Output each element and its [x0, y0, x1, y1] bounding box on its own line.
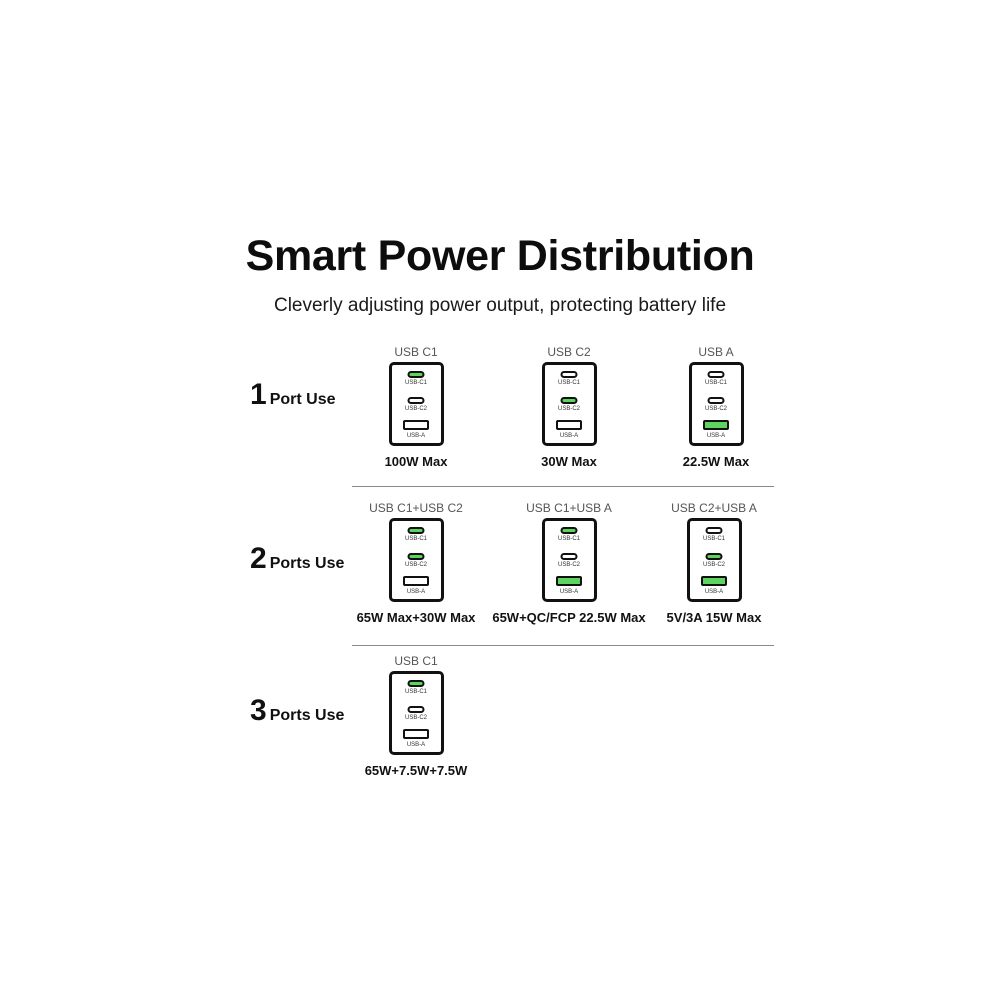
- usb-c1-port-icon: [407, 527, 425, 534]
- usb-a-port-icon: [556, 420, 582, 430]
- config-power: 30W Max: [541, 454, 597, 469]
- usb-a-port-label: USB-A: [406, 742, 426, 748]
- usb-a-port-label: USB-A: [406, 433, 426, 439]
- usb-a-port-label: USB-A: [406, 589, 426, 595]
- usb-c1-port-icon: [560, 371, 578, 378]
- config-cell-usb-c1-c2: USB C1+USB C2 USB-C1 USB-C2 USB-A 65W Ma…: [316, 500, 516, 625]
- usb-c1-port-icon: [560, 527, 578, 534]
- config-cell-usb-c1-a: USB C1+USB A USB-C1 USB-C2 USB-A 65W+QC/…: [469, 500, 669, 625]
- usb-a-port-label: USB-A: [559, 589, 579, 595]
- config-title: USB A: [698, 345, 734, 359]
- usb-c1-port-icon: [407, 680, 425, 687]
- usb-c2-port-icon: [560, 553, 578, 560]
- usb-c2-port-icon: [407, 706, 425, 713]
- charger-diagram: USB-C1 USB-C2 USB-A: [388, 362, 444, 446]
- usb-c1-port-label: USB-C1: [557, 380, 580, 386]
- usb-c1-port-label: USB-C1: [404, 536, 427, 542]
- row-text: Port Use: [269, 391, 336, 408]
- usb-c1-port-icon: [407, 371, 425, 378]
- charger-diagram: USB-C1 USB-C2 USB-A: [686, 518, 742, 602]
- usb-c1-port-icon: [707, 371, 725, 378]
- config-cell-usb-c1: USB C1 USB-C1 USB-C2 USB-A 100W Max: [316, 344, 516, 469]
- usb-a-port-icon: [403, 420, 429, 430]
- usb-c1-port-icon: [705, 527, 723, 534]
- usb-c1-port-label: USB-C1: [404, 689, 427, 695]
- usb-c2-port-label: USB-C2: [404, 562, 427, 568]
- row-number: 2: [250, 542, 267, 575]
- row-text: Ports Use: [269, 555, 345, 572]
- config-power: 22.5W Max: [682, 454, 750, 469]
- usb-c2-port-label: USB-C2: [404, 406, 427, 412]
- usb-a-port-icon: [703, 420, 729, 430]
- usb-c2-port-label: USB-C2: [404, 715, 427, 721]
- usb-c1-port-label: USB-C1: [557, 536, 580, 542]
- charger-diagram: USB-C1 USB-C2 USB-A: [388, 518, 444, 602]
- config-power: 65W+QC/FCP 22.5W Max: [492, 610, 646, 625]
- usb-c2-port-icon: [407, 553, 425, 560]
- config-power: 100W Max: [384, 454, 448, 469]
- charger-diagram: USB-C1 USB-C2 USB-A: [688, 362, 744, 446]
- config-cell-three-ports: USB C1 USB-C1 USB-C2 USB-A 65W+7.5W+7.5W: [316, 653, 516, 778]
- config-cell-usb-c2-a: USB C2+USB A USB-C1 USB-C2 USB-A 5V/3A 1…: [614, 500, 814, 625]
- row-divider: [352, 645, 774, 646]
- usb-c1-port-label: USB-C1: [404, 380, 427, 386]
- row-label-3-ports: 3 Ports Use: [250, 694, 344, 728]
- row-number: 3: [250, 694, 267, 727]
- row-divider: [352, 486, 774, 487]
- config-title: USB C2: [547, 345, 591, 359]
- usb-c2-port-icon: [707, 397, 725, 404]
- usb-a-port-label: USB-A: [559, 433, 579, 439]
- config-title: USB C1: [394, 345, 438, 359]
- usb-c2-port-icon: [560, 397, 578, 404]
- page-subtitle: Cleverly adjusting power output, protect…: [273, 295, 727, 316]
- config-title: USB C1+USB A: [526, 501, 612, 515]
- config-power: 5V/3A 15W Max: [666, 610, 762, 625]
- charger-diagram: USB-C1 USB-C2 USB-A: [541, 362, 597, 446]
- config-title: USB C1+USB C2: [369, 501, 463, 515]
- usb-c2-port-label: USB-C2: [557, 406, 580, 412]
- usb-c2-port-label: USB-C2: [702, 562, 725, 568]
- config-cell-usb-a: USB A USB-C1 USB-C2 USB-A 22.5W Max: [616, 344, 816, 469]
- usb-c2-port-label: USB-C2: [704, 406, 727, 412]
- config-power: 65W Max+30W Max: [356, 610, 476, 625]
- usb-a-port-icon: [701, 576, 727, 586]
- row-label-2-ports: 2 Ports Use: [250, 542, 344, 576]
- config-title: USB C2+USB A: [671, 501, 757, 515]
- usb-c2-port-icon: [407, 397, 425, 404]
- usb-c1-port-label: USB-C1: [702, 536, 725, 542]
- usb-c2-port-icon: [705, 553, 723, 560]
- usb-c1-port-label: USB-C1: [704, 380, 727, 386]
- row-number: 1: [250, 378, 267, 411]
- usb-a-port-label: USB-A: [704, 589, 724, 595]
- config-cell-usb-c2: USB C2 USB-C1 USB-C2 USB-A 30W Max: [469, 344, 669, 469]
- charger-diagram: USB-C1 USB-C2 USB-A: [541, 518, 597, 602]
- page-title: Smart Power Distribution: [245, 232, 755, 280]
- charger-diagram: USB-C1 USB-C2 USB-A: [388, 671, 444, 755]
- config-title: USB C1: [394, 654, 438, 668]
- row-text: Ports Use: [269, 707, 345, 724]
- usb-a-port-icon: [556, 576, 582, 586]
- usb-a-port-label: USB-A: [706, 433, 726, 439]
- row-label-1-port: 1 Port Use: [250, 378, 335, 412]
- config-power: 65W+7.5W+7.5W: [364, 763, 468, 778]
- usb-a-port-icon: [403, 729, 429, 739]
- usb-a-port-icon: [403, 576, 429, 586]
- usb-c2-port-label: USB-C2: [557, 562, 580, 568]
